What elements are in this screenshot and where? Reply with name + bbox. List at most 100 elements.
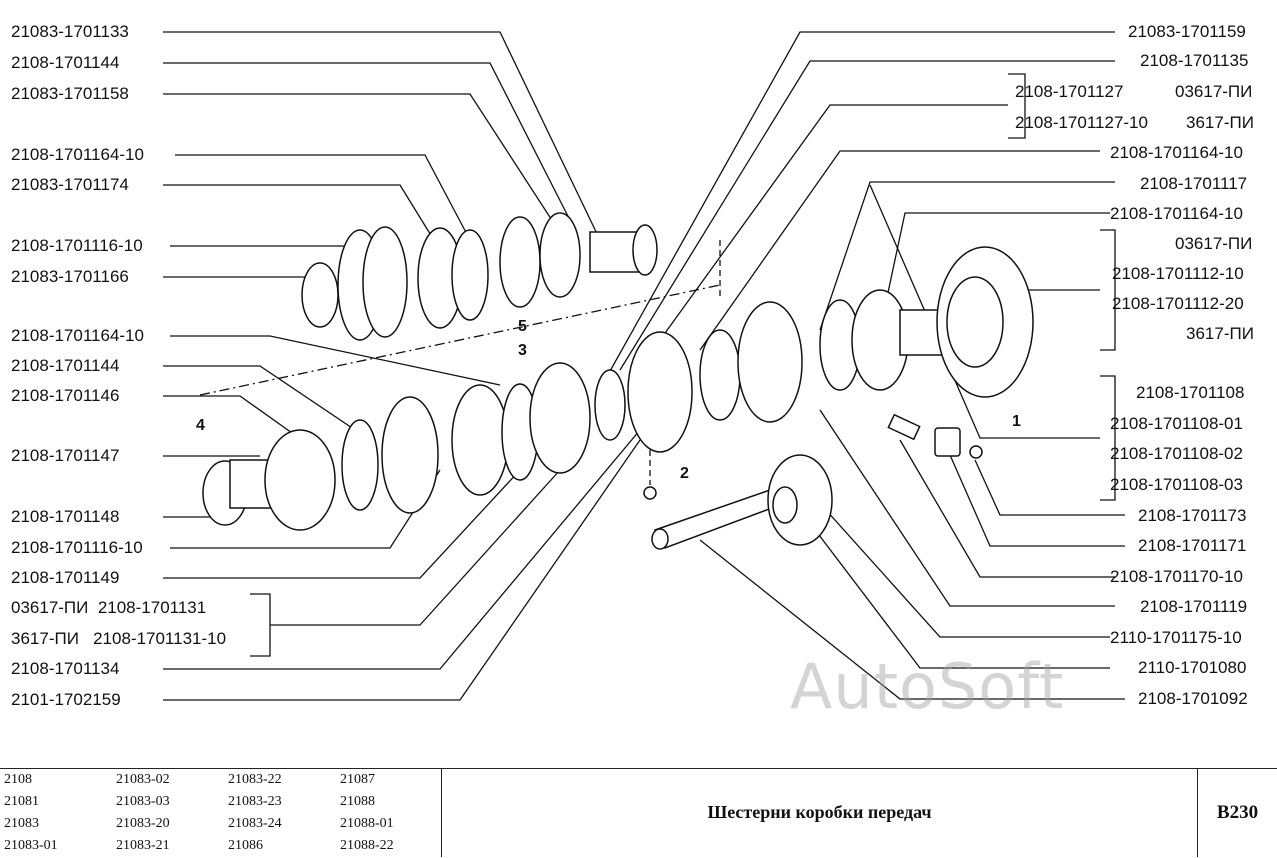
part-label: 03617-ПИ 2108-1701131 <box>11 598 207 617</box>
model-code: 21083-01 <box>4 838 58 853</box>
part-label: 2108-1701112-20 <box>1112 294 1244 313</box>
leader-line <box>163 31 601 241</box>
axis-line <box>199 284 721 396</box>
model-code: 21088 <box>340 794 375 809</box>
position-mark: 3 <box>518 342 527 359</box>
model-code: 21083 <box>4 816 39 831</box>
model-code: 21086 <box>228 838 263 853</box>
upper-shaft-assembly <box>301 212 658 341</box>
part-label: 21083-1701166 <box>11 267 129 286</box>
leader-line <box>819 181 1115 331</box>
model-code: 21083-02 <box>116 772 170 787</box>
part-label: 2108-1701108-02 <box>1110 444 1243 463</box>
leader-line <box>819 409 1115 607</box>
part-label: 2108-1701149 <box>11 568 120 587</box>
part-label: 2108-1701173 <box>1138 506 1247 525</box>
leader-line <box>163 429 641 670</box>
part-label: 2108-1701134 <box>11 659 120 678</box>
divider <box>1197 768 1198 857</box>
position-mark: 2 <box>680 465 689 482</box>
page-code: В230 <box>1216 801 1259 823</box>
leader-line <box>163 469 521 579</box>
part-label: 2108-1701146 <box>11 386 120 405</box>
leader-line <box>170 335 501 386</box>
leader-line <box>619 60 1115 371</box>
part-label: 2110-1701175-10 <box>1110 628 1242 647</box>
part-label: 2108-1701164-10 <box>11 326 144 345</box>
model-code: 21083-23 <box>228 794 282 809</box>
gear <box>627 331 693 453</box>
shaft-sleeve <box>589 231 641 273</box>
leader-line <box>949 454 1125 547</box>
part-label: 2108-1701116-10 <box>11 538 143 557</box>
synchro-ring <box>699 329 741 421</box>
leader-line <box>175 154 471 241</box>
detent-block <box>934 427 961 457</box>
part-label: 2108-1701164-10 <box>11 145 144 164</box>
leader-line <box>789 469 1110 638</box>
lock-ball <box>643 486 657 500</box>
model-code: 21087 <box>340 772 375 787</box>
part-label: 2108-1701127-10 <box>1015 113 1148 132</box>
part-label: 2108-1701148 <box>11 507 120 526</box>
bushing <box>594 369 626 441</box>
model-code: 21083-24 <box>228 816 282 831</box>
leader-line <box>163 365 371 441</box>
part-label: 21083-1701158 <box>11 84 129 103</box>
part-label: 2108-1701108-03 <box>1110 475 1243 494</box>
gear-hub <box>946 276 1004 368</box>
synchro-hub <box>451 384 509 496</box>
part-label: 21083-1701159 <box>1128 22 1246 41</box>
part-label: 3617-ПИ <box>1186 324 1254 343</box>
part-label: 2108-1701092 <box>1138 689 1248 708</box>
gear <box>264 429 336 531</box>
divider <box>441 768 442 857</box>
part-label: 2108-1701144 <box>11 356 120 375</box>
lock-plate <box>301 262 339 328</box>
leader-line <box>974 459 1125 516</box>
position-mark: 5 <box>518 318 527 335</box>
leader-line <box>604 31 1115 381</box>
idler-gear-bore <box>772 486 798 524</box>
model-code: 21088-01 <box>340 816 394 831</box>
shaft-end <box>632 224 658 276</box>
part-label: 2108-1701147 <box>11 446 120 465</box>
part-label: 2108-1701127 <box>1015 82 1124 101</box>
part-label: 2108-1701164-10 <box>1110 143 1243 162</box>
bracket <box>1008 73 1026 139</box>
position-mark: 4 <box>196 417 205 434</box>
part-label: 2108-1701164-10 <box>1110 204 1243 223</box>
bracket <box>1100 229 1116 351</box>
gear <box>539 212 581 298</box>
part-label: 2108-1701135 <box>1140 51 1249 70</box>
position-mark: 1 <box>1012 413 1021 430</box>
part-label: 03617-ПИ <box>1175 82 1253 101</box>
part-label: 2108-1701112-10 <box>1112 264 1244 283</box>
bracket <box>1100 375 1116 501</box>
gear <box>737 301 803 423</box>
model-code: 21083-22 <box>228 772 282 787</box>
leader-line <box>659 104 1008 341</box>
part-label: 2108-1701108-01 <box>1110 414 1243 433</box>
part-label: 2110-1701080 <box>1138 658 1247 677</box>
leader-line <box>163 93 556 226</box>
idler-shaft <box>653 489 782 549</box>
watermark: AutoSoft <box>790 650 1065 723</box>
leader-line <box>899 439 1115 578</box>
gearbox-diagram <box>163 31 1125 701</box>
part-label: 2108-1701170-10 <box>1110 567 1243 586</box>
part-label: 2108-1701116-10 <box>11 236 143 255</box>
leader-line <box>699 150 1100 351</box>
part-label: 3617-ПИ 2108-1701131-10 <box>11 629 227 648</box>
model-code: 21083-21 <box>116 838 170 853</box>
model-code: 21083-03 <box>116 794 170 809</box>
synchro-ring <box>451 229 489 321</box>
model-code: 21081 <box>4 794 39 809</box>
part-label: 2108-1701119 <box>1140 597 1248 616</box>
page-title: Шестерни коробки передач <box>707 802 932 822</box>
leader-line <box>869 184 1100 439</box>
model-code: 21088-22 <box>340 838 394 853</box>
part-label: 2108-1701171 <box>1138 536 1247 555</box>
main-shaft-assembly <box>202 246 1034 531</box>
gear <box>529 362 591 474</box>
